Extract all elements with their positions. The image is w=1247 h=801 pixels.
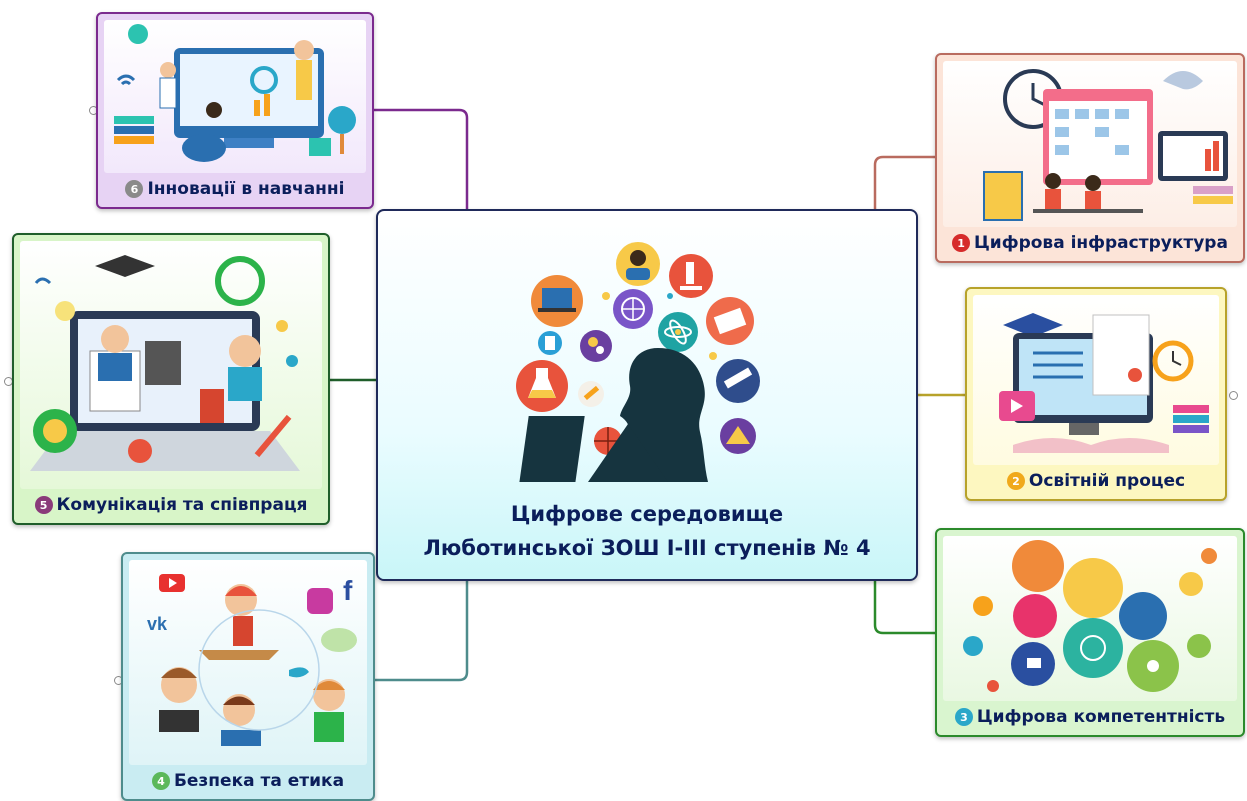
badge-1: 1 — [952, 234, 971, 252]
digital-learning-illustration — [516, 242, 760, 482]
branch-communication-text: Комунікація та співпраця — [56, 495, 308, 515]
branch-innovations-label: 6 Інновації в навчанні — [98, 175, 372, 203]
central-title: Цифрове середовище Люботинської ЗОШ І-ІІ… — [378, 497, 916, 565]
connector-competence — [873, 581, 935, 635]
badge-4: 4 — [151, 772, 170, 790]
globe-icon — [613, 289, 653, 329]
book-icon — [706, 297, 754, 345]
gears-icon — [580, 330, 612, 362]
innovations-illustration — [104, 20, 366, 173]
connector-safety — [372, 581, 469, 682]
tutor-icon — [616, 242, 660, 286]
svg-text:f: f — [343, 575, 353, 606]
connector-infrastructure — [873, 155, 936, 209]
flask-icon — [516, 360, 568, 412]
infrastructure-illustration — [943, 61, 1237, 227]
branch-communication-label: 5 Комунікація та співпраця — [14, 491, 328, 519]
branch-communication[interactable]: 5 Комунікація та співпраця — [12, 233, 330, 525]
branch-infrastructure[interactable]: 1 Цифрова інфраструктура — [935, 53, 1245, 263]
connector-innovations — [372, 108, 469, 209]
branch-competence-text: Цифрова компетентність — [976, 707, 1226, 727]
branch-safety[interactable]: f vk 4 Безпека та етика — [121, 552, 375, 801]
branch-safety-label: 4 Безпека та етика — [123, 767, 373, 795]
safety-illustration: f vk — [129, 560, 367, 765]
pencil-icon — [578, 381, 604, 407]
competence-illustration — [943, 536, 1237, 701]
communication-illustration — [20, 241, 322, 489]
process-illustration — [973, 295, 1219, 465]
microscope-icon — [669, 254, 713, 298]
branch-innovations[interactable]: 6 Інновації в навчанні — [96, 12, 374, 209]
branch-process-label: 2 Освітній процес — [967, 467, 1225, 495]
badge-3: 3 — [954, 708, 973, 726]
atom-icon — [658, 312, 698, 352]
document-icon — [538, 331, 562, 355]
student-silhouette-icon — [519, 348, 708, 482]
branch-infrastructure-label: 1 Цифрова інфраструктура — [937, 229, 1243, 257]
central-title-line-1: Цифрове середовище — [510, 502, 784, 526]
badge-6: 6 — [125, 180, 144, 198]
branch-process-text: Освітній процес — [1028, 471, 1186, 491]
central-title-line-2: Люботинської ЗОШ І-ІІІ ступенів № 4 — [423, 536, 871, 560]
svg-text:vk: vk — [147, 614, 168, 634]
badge-5: 5 — [34, 496, 53, 514]
branch-infrastructure-text: Цифрова інфраструктура — [974, 233, 1228, 253]
branch-safety-text: Безпека та етика — [173, 771, 345, 791]
expand-toggle-process[interactable] — [1229, 391, 1238, 400]
branch-competence[interactable]: 3 Цифрова компетентність — [935, 528, 1245, 737]
branch-process[interactable]: 2 Освітній процес — [965, 287, 1227, 501]
branch-competence-label: 3 Цифрова компетентність — [937, 703, 1243, 731]
badge-2: 2 — [1006, 472, 1025, 490]
ruler-icon — [720, 418, 756, 454]
laptop-icon — [531, 275, 583, 327]
central-topic[interactable]: Цифрове середовище Люботинської ЗОШ І-ІІ… — [376, 209, 918, 581]
telescope-icon — [716, 359, 760, 403]
branch-innovations-text: Інновації в навчанні — [147, 179, 345, 199]
